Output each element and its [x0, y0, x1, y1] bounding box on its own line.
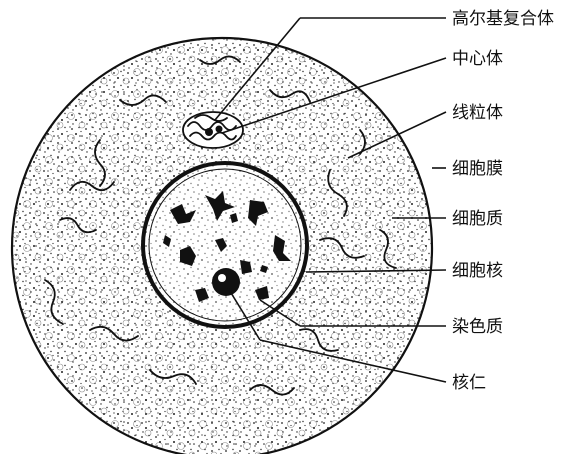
nucleolus [212, 268, 240, 296]
label-centrosome: 中心体 [452, 49, 503, 69]
label-cytoplasm: 细胞质 [452, 209, 503, 229]
labels: 高尔基复合体 中心体 线粒体 细胞膜 细胞质 细胞核 染色质 核仁 [452, 9, 554, 393]
golgi-complex [183, 112, 243, 148]
label-golgi: 高尔基复合体 [452, 9, 554, 29]
label-nucleus: 细胞核 [452, 261, 503, 281]
label-nucleolus: 核仁 [452, 373, 486, 393]
label-membrane: 细胞膜 [452, 159, 503, 179]
label-chromatin: 染色质 [452, 317, 503, 337]
label-mitochondria: 线粒体 [452, 103, 503, 123]
